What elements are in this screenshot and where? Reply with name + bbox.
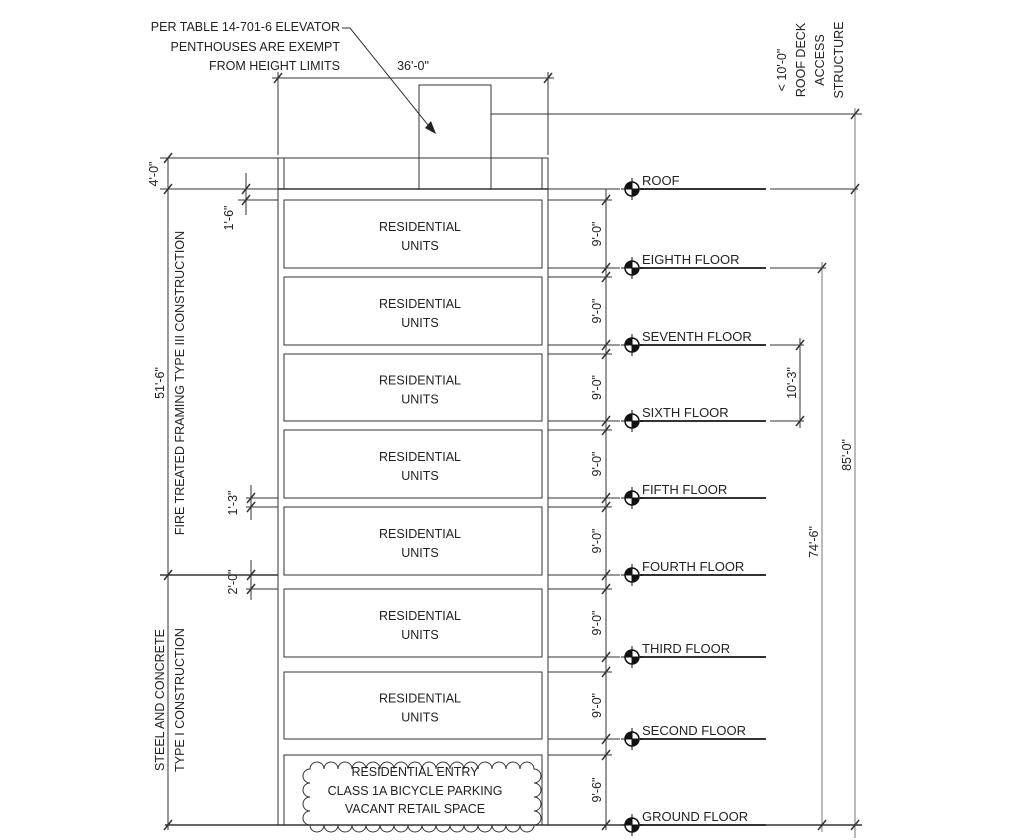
residential-units-space: RESIDENTIAL UNITS xyxy=(283,353,543,422)
floor-height-dimension: 9'-0" xyxy=(548,501,612,581)
floor-height-dimension: 9'-6" xyxy=(548,749,612,831)
floor-height-label: 9'-0" xyxy=(590,611,604,636)
floor-height-label: 9'-0" xyxy=(590,693,604,718)
space-label-line-1: RESIDENTIAL xyxy=(379,220,461,234)
space-label-line-1: RESIDENTIAL xyxy=(379,692,461,706)
leader-line xyxy=(342,27,433,131)
space-label-line-1: RESIDENTIAL xyxy=(379,609,461,623)
eighth-floor-elevation-label: 74'-6" xyxy=(807,526,821,558)
level-datum-icon xyxy=(621,646,643,668)
level-datum-icon xyxy=(621,564,643,586)
floor-to-floor-dimensions: 9'-0" 9'-0" 9'-0" 9'-0" 9'-0" 9'-0" 9'-0" 9'-6" xyxy=(548,189,612,831)
roof-structure-dimension-label: 1'-6" xyxy=(222,206,236,231)
space-label-line-1: RESIDENTIAL xyxy=(379,374,461,388)
level-name: SEVENTH FLOOR xyxy=(642,329,752,344)
floor-height-dimension: 9'-0" xyxy=(548,583,612,663)
level-marker: FIFTH FLOOR xyxy=(548,482,766,509)
level-name: SECOND FLOOR xyxy=(642,723,746,738)
level-datum-icon xyxy=(621,728,643,750)
building-shell xyxy=(277,157,549,826)
floor-height-dimension: 9'-0" xyxy=(548,666,612,745)
upper-construction-label: FIRE TREATED FRAMING TYPE III CONSTRUCTI… xyxy=(173,231,187,535)
level-markers: ROOF EIGHTH FLOOR SEVENTH FLOOR SIXTH FLOOR… xyxy=(548,173,862,836)
floor-height-label: 9'-0" xyxy=(590,452,604,477)
floor-height-dimension: 9'-0" xyxy=(548,348,612,427)
ground-floor-note-line-1: RESIDENTIAL ENTRY xyxy=(351,765,479,779)
floor-height-label: 9'-6" xyxy=(590,778,604,803)
level-name: SIXTH FLOOR xyxy=(642,405,729,420)
floor-height-label: 9'-0" xyxy=(590,222,604,247)
transfer-slab-dimension-label: 2'-0" xyxy=(226,570,240,595)
space-label-line-2: UNITS xyxy=(401,239,439,253)
residential-units-space: RESIDENTIAL UNITS xyxy=(283,671,543,740)
level-marker: SECOND FLOOR xyxy=(548,723,766,750)
space-label-line-2: UNITS xyxy=(401,316,439,330)
elevator-note-line-3: FROM HEIGHT LIMITS xyxy=(209,59,340,73)
level-datum-icon xyxy=(621,814,643,836)
residential-units-space: RESIDENTIAL UNITS xyxy=(283,506,543,576)
elevator-note-line-2: PENTHOUSES ARE EXEMPT xyxy=(171,40,341,54)
roof-deck-note-line-2: ROOF DECK xyxy=(794,22,808,97)
residential-units-space: RESIDENTIAL UNITS xyxy=(283,276,543,346)
space-label-line-1: RESIDENTIAL xyxy=(379,450,461,464)
ground-floor-space: RESIDENTIAL ENTRY CLASS 1A BICYCLE PARKI… xyxy=(283,754,543,833)
space-label-line-1: RESIDENTIAL xyxy=(379,527,461,541)
elevator-note: PER TABLE 14-701-6 ELEVATOR PENTHOUSES A… xyxy=(151,20,436,134)
floor-height-label: 9'-0" xyxy=(590,299,604,324)
floor-height-dimension: 9'-0" xyxy=(548,424,612,504)
roof-deck-note-line-4: STRUCTURE xyxy=(832,21,846,98)
building-width-label: 36'-0" xyxy=(397,59,429,73)
level-marker: EIGHTH FLOOR xyxy=(548,252,826,279)
roof-deck-note: < 10'-0" ROOF DECK ACCESS STRUCTURE xyxy=(775,21,846,98)
level-datum-icon xyxy=(621,410,643,432)
lower-construction-label-2: TYPE I CONSTRUCTION xyxy=(173,628,187,772)
leader-arrowhead-icon xyxy=(425,121,436,134)
level-marker: SIXTH FLOOR xyxy=(548,405,804,432)
upper-section-dimension-label: 51'-6" xyxy=(153,367,167,399)
level-name: ROOF xyxy=(642,173,680,188)
left-dimensions: 4'-0" 51'-6" FIRE TREATED FRAMING TYPE I… xyxy=(147,152,278,831)
space-label-line-1: RESIDENTIAL xyxy=(379,297,461,311)
floor-slab-dimension-label: 1'-3" xyxy=(226,491,240,516)
roof-elevation-label: 85'-0" xyxy=(840,439,854,471)
space-label-line-2: UNITS xyxy=(401,711,439,725)
level-marker: THIRD FLOOR xyxy=(548,641,766,668)
space-label-line-2: UNITS xyxy=(401,469,439,483)
residential-units-space: RESIDENTIAL UNITS xyxy=(283,429,543,499)
floor-height-dimension: 9'-0" xyxy=(548,271,612,351)
lower-construction-label-1: STEEL AND CONCRETE xyxy=(153,629,167,771)
residential-units-space: RESIDENTIAL UNITS xyxy=(283,199,543,269)
level-marker: GROUND FLOOR xyxy=(548,809,862,836)
level-name: THIRD FLOOR xyxy=(642,641,730,656)
roof-deck-note-line-3: ACCESS xyxy=(813,34,827,85)
ground-floor-note-line-2: CLASS 1A BICYCLE PARKING xyxy=(328,784,503,798)
level-datum-icon xyxy=(621,487,643,509)
residential-units-space: RESIDENTIAL UNITS xyxy=(283,588,543,658)
floor-height-label: 9'-0" xyxy=(590,375,604,400)
level-marker: ROOF xyxy=(548,173,858,200)
elevator-penthouse xyxy=(418,84,492,190)
level-datum-icon xyxy=(621,178,643,200)
floor-height-dimension: 9'-0" xyxy=(548,194,612,274)
ground-floor-note-line-3: VACANT RETAIL SPACE xyxy=(345,802,485,816)
parapet-dimension-label: 4'-0" xyxy=(147,162,161,187)
level-datum-icon xyxy=(621,257,643,279)
level-name: EIGHTH FLOOR xyxy=(642,252,740,267)
overall-dimensions: 10'-3" 74'-6" 85'-0" xyxy=(785,108,860,838)
level-marker: FOURTH FLOOR xyxy=(548,559,766,586)
space-label-line-2: UNITS xyxy=(401,546,439,560)
roof-deck-note-line-1: < 10'-0" xyxy=(775,49,789,92)
level-marker: SEVENTH FLOOR xyxy=(548,329,804,356)
level-name: FOURTH FLOOR xyxy=(642,559,744,574)
level-name: GROUND FLOOR xyxy=(642,809,748,824)
top-floor-height-label: 10'-3" xyxy=(785,367,799,399)
floor-spaces: RESIDENTIALUNITSRESIDENTIALUNITSRESIDENT… xyxy=(283,199,543,740)
space-label-line-2: UNITS xyxy=(401,628,439,642)
level-name: FIFTH FLOOR xyxy=(642,482,727,497)
level-datum-icon xyxy=(621,334,643,356)
building-width-dimension: 36'-0" xyxy=(272,59,554,155)
elevator-note-line-1: PER TABLE 14-701-6 ELEVATOR xyxy=(151,20,340,34)
space-label-line-2: UNITS xyxy=(401,393,439,407)
floor-height-label: 9'-0" xyxy=(590,529,604,554)
